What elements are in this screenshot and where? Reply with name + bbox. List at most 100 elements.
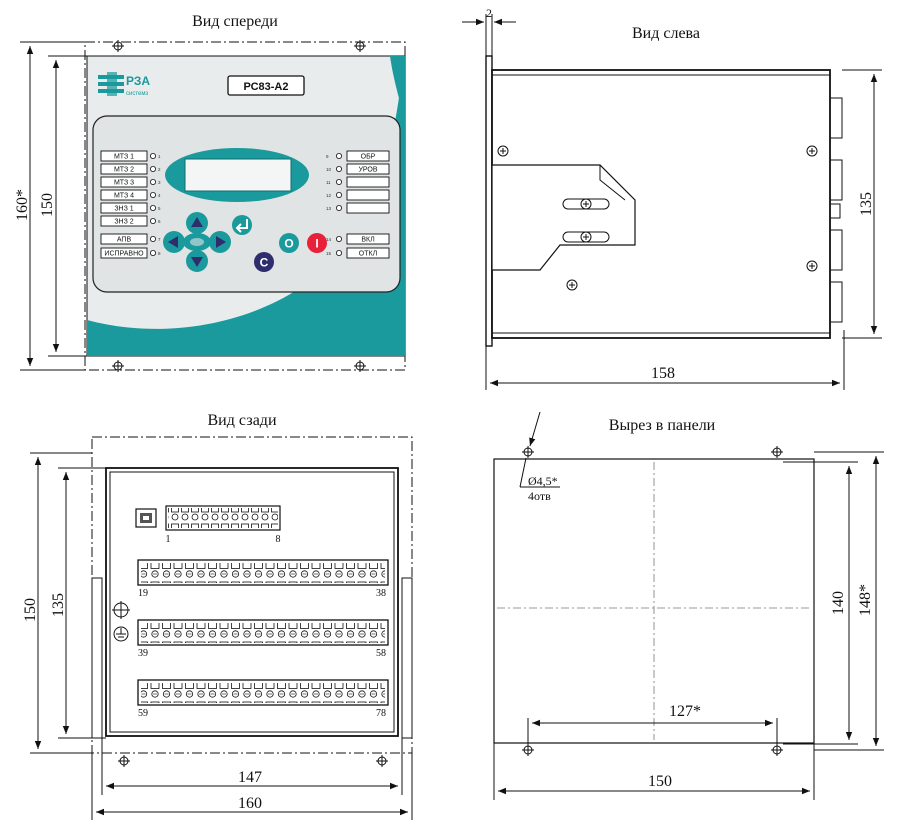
back-dim-160: 160 — [91, 753, 413, 820]
left-dim-135: 135 — [842, 69, 882, 339]
front-view: Вид спереди РЗА системз РС83-А2 — [14, 13, 406, 372]
left-screws — [497, 145, 818, 291]
o-button[interactable]: O — [279, 233, 299, 253]
pin-label-end: 38 — [376, 588, 386, 599]
svg-text:1: 1 — [158, 154, 161, 159]
cutout-dim-140: 140 — [783, 461, 858, 745]
model-label-box — [227, 75, 305, 96]
connector-1-8: 1 8 — [165, 505, 281, 545]
led-row-8: ИСПРАВНО 8 — [100, 247, 161, 259]
cutout-dim-148: 148* — [814, 451, 884, 751]
c-button[interactable]: C — [254, 252, 274, 272]
up-arrow-button[interactable] — [186, 212, 208, 234]
led-row-2: МТЗ 2 2 — [100, 163, 161, 175]
c-button-label: C — [260, 256, 269, 270]
back-dim-135: 135 — [50, 467, 106, 739]
enter-button[interactable] — [232, 215, 252, 235]
down-arrow-button[interactable] — [186, 250, 208, 272]
usb-port — [135, 508, 157, 528]
logo-subtitle: системз — [126, 91, 148, 97]
led-label: МТЗ 1 — [114, 154, 134, 161]
led-row-1: МТЗ 1 1 — [100, 150, 161, 162]
left-dim-2: 2 — [462, 6, 516, 56]
led-label: ОТКЛ — [359, 251, 378, 258]
led-label: ЗНЗ 1 — [114, 206, 133, 213]
i-button[interactable]: I — [307, 233, 327, 253]
svg-text:8: 8 — [158, 251, 161, 256]
led-label: ВКЛ — [361, 237, 375, 244]
led-label: ЗНЗ 2 — [114, 219, 133, 226]
front-mount-holes — [112, 40, 366, 372]
up-arrow-icon — [191, 217, 203, 227]
left-dim-158: 158 — [485, 330, 845, 390]
back-dim-147: 147 — [101, 738, 403, 795]
dim-label: 160 — [238, 795, 262, 812]
hole-callout: Ø4,5* 4отв — [519, 411, 560, 503]
dim-label: 148* — [857, 584, 874, 616]
left-view-title: Вид слева — [632, 25, 700, 42]
left-arrow-button[interactable] — [163, 231, 185, 253]
back-view-title: Вид сзади — [208, 412, 277, 429]
svg-text:15: 15 — [326, 251, 332, 256]
back-mount-holes — [118, 755, 388, 767]
led-label: АПВ — [117, 237, 132, 244]
led-row-4: МТЗ 4 4 — [100, 189, 161, 201]
dim-label: 150 — [39, 193, 56, 217]
led-label: МТЗ 4 — [114, 193, 134, 200]
dim-label: 150 — [22, 598, 39, 622]
cutout-view-title: Вырез в панели — [609, 417, 716, 434]
dim-label: 150 — [648, 773, 672, 790]
hole-spec: Ø4,5* — [528, 474, 558, 488]
svg-text:13: 13 — [326, 206, 332, 211]
led-row-13: 13 — [326, 202, 390, 214]
i-button-label: I — [315, 237, 318, 251]
front-dim-160: 160* — [14, 41, 85, 371]
terminal-row-19-38: 19 38 — [137, 559, 389, 599]
mounting-bracket — [491, 164, 636, 271]
dim-label: 135 — [50, 593, 67, 617]
led-label: УРОВ — [358, 167, 377, 174]
led-label: ИСПРАВНО — [104, 251, 144, 258]
pin-label-end: 8 — [276, 534, 281, 545]
left-arrow-icon — [168, 236, 178, 248]
svg-text:6: 6 — [158, 219, 161, 224]
o-button-label: O — [284, 237, 293, 251]
model-label: РС83-А2 — [244, 81, 289, 93]
navigation-pad — [163, 212, 231, 272]
hole-count: 4отв — [528, 489, 551, 503]
back-view: Вид сзади 1 8 19 38 — [22, 412, 413, 820]
pin-label-start: 39 — [138, 648, 148, 659]
pin-label-end: 78 — [376, 708, 386, 719]
svg-text:3: 3 — [158, 180, 161, 185]
svg-text:10: 10 — [326, 167, 332, 172]
led-row-7: АПВ 7 — [100, 233, 161, 245]
right-arrow-button[interactable] — [209, 231, 231, 253]
led-row-11: 11 — [326, 176, 390, 188]
led-label: МТЗ 2 — [114, 167, 134, 174]
back-dim-150: 150 — [22, 452, 92, 754]
bracket-slots — [562, 198, 610, 243]
right-arrow-icon — [216, 236, 226, 248]
pin-label-end: 58 — [376, 648, 386, 659]
front-view-title: Вид спереди — [192, 13, 278, 30]
ground-terminal-icon — [112, 601, 130, 619]
terminal-row-59-78: 59 78 — [137, 679, 389, 719]
led-label: ОБР — [361, 154, 376, 161]
logo-text: РЗА — [126, 74, 150, 88]
cutout-dim-127: 127* — [527, 703, 778, 744]
svg-text:7: 7 — [158, 237, 161, 242]
dim-label: 135 — [858, 192, 875, 216]
svg-text:2: 2 — [158, 167, 161, 172]
svg-text:12: 12 — [326, 193, 332, 198]
cutout-dim-150: 150 — [493, 743, 815, 800]
led-row-5: ЗНЗ 1 5 — [100, 202, 161, 214]
ground-icon — [113, 626, 129, 642]
dim-label: 140 — [830, 591, 847, 615]
rear-terminals-side — [829, 97, 843, 323]
svg-text:5: 5 — [158, 206, 161, 211]
svg-text:4: 4 — [158, 193, 161, 198]
